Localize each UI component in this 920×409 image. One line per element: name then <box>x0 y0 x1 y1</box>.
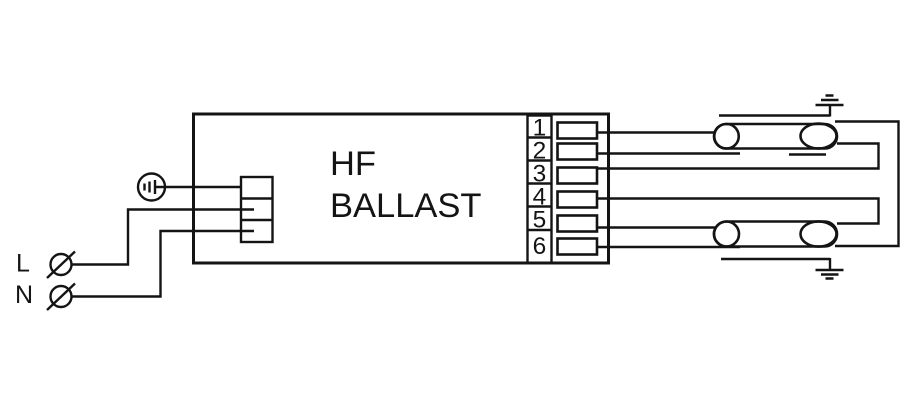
terminal-contact-5 <box>556 214 599 233</box>
input-connector-dividers <box>241 197 273 222</box>
terminal-contact-3 <box>556 166 599 185</box>
terminal-slash <box>46 282 76 311</box>
neutral-wire <box>71 229 254 298</box>
filament-left-icon <box>712 122 741 150</box>
terminal-number-column <box>526 114 553 265</box>
terminal-contact-2 <box>556 142 599 161</box>
lamp-wiring <box>597 120 900 249</box>
ballast-title-line1: HF <box>330 145 376 183</box>
lamp-2 <box>712 220 839 248</box>
terminal-slash <box>46 250 76 279</box>
lamp-1 <box>712 122 839 150</box>
filament-right-icon <box>799 122 838 150</box>
ballast-title-line2: BALLAST <box>330 187 482 225</box>
earth-bars-icon <box>143 180 165 194</box>
line-terminal: L <box>16 250 76 279</box>
fluorescent-tube-icon <box>712 122 839 150</box>
terminal-contact-6 <box>556 237 599 256</box>
filament-left-icon <box>712 220 741 248</box>
input-wiring <box>71 185 254 298</box>
terminal-contact-1 <box>556 121 599 140</box>
terminal-number-4: 4 <box>533 184 547 211</box>
earth-input-terminal <box>136 172 167 202</box>
wire-series-loop <box>835 120 900 248</box>
ballast-outline <box>192 112 610 265</box>
wire-terminal4 <box>597 197 880 225</box>
terminal-strip: 1 2 3 4 5 6 <box>526 114 599 265</box>
fluorescent-tube-icon <box>712 220 839 248</box>
reflector-top <box>719 94 844 117</box>
neutral-terminal-label: N <box>15 281 33 309</box>
terminal-number-5: 5 <box>533 207 547 234</box>
terminal-number-1: 1 <box>533 115 547 142</box>
filament-right-icon <box>799 220 838 248</box>
wire-terminal3 <box>597 142 880 170</box>
terminal-contact-4 <box>556 190 599 209</box>
reflector-bottom <box>721 257 844 280</box>
ballast-unit: HF BALLAST <box>192 112 610 265</box>
line-terminal-label: L <box>16 250 30 278</box>
earth-ground-up-icon <box>815 94 844 117</box>
terminal-cell-dividers <box>527 136 552 232</box>
terminal-number-6: 6 <box>533 233 547 260</box>
terminal-number-2: 2 <box>533 138 547 165</box>
earth-ground-down-icon <box>815 258 844 280</box>
neutral-terminal: N <box>15 281 76 311</box>
line-wire <box>71 208 254 266</box>
terminal-number-3: 3 <box>533 161 547 188</box>
